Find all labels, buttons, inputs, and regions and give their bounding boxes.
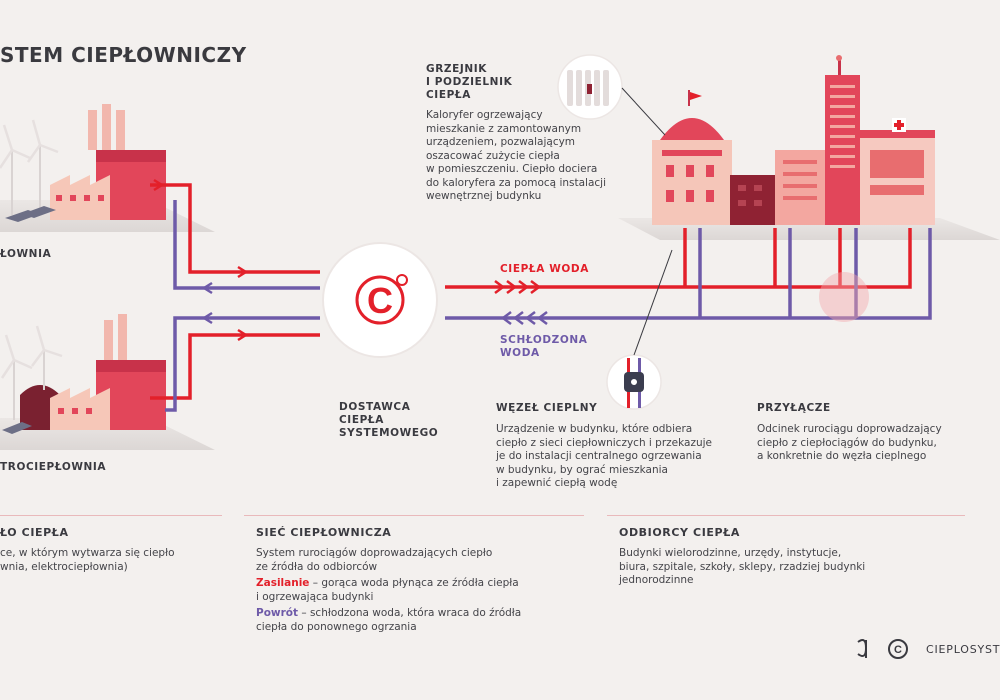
city-buildings-illustration xyxy=(652,55,935,225)
heating-network-title: SIEĆ CIEPŁOWNICZA xyxy=(256,526,392,539)
heat-consumers-title: ODBIORCY CIEPŁA xyxy=(619,526,740,539)
hot-flow-chevrons xyxy=(494,280,542,294)
divider-consumers xyxy=(607,515,965,516)
heating-network-text: System rurociągów doprowadzających ciepł… xyxy=(256,547,493,573)
heat-consumers-text: Budynki wielorodzinne, urzędy, instytucj… xyxy=(619,547,866,586)
footer-logo-icon xyxy=(857,639,908,659)
connection-highlight xyxy=(819,272,869,322)
connection-label: PRZYŁĄCZE xyxy=(757,402,831,414)
footer-brand: CIEPLOSYSTE xyxy=(926,643,1000,656)
substation-description: Urządzenie w budynku, które odbiera ciep… xyxy=(496,423,713,489)
divider-network xyxy=(244,515,584,516)
heat-source-text: ce, w którym wytwarza się ciepło wnia, e… xyxy=(0,547,175,573)
radiator-description: Kaloryfer ogrzewający mieszkanie z zamon… xyxy=(426,109,606,202)
heating-plant-label: ŁOWNIA xyxy=(0,248,52,260)
chp-plant-label: TROCIEPŁOWNIA xyxy=(0,461,107,473)
supplier-logo-letter: C xyxy=(367,280,393,321)
radiator-illustration xyxy=(557,54,666,136)
supply-text: – gorąca woda płynąca ze źródła ciepła i… xyxy=(256,577,519,603)
top-source-pipes xyxy=(150,178,320,295)
supply-term: Zasilanie xyxy=(256,577,310,589)
supplier-label: DOSTAWCA CIEPŁA SYSTEMOWEGO xyxy=(339,401,439,439)
connection-description: Odcinek rurociągu doprowadzający ciepło … xyxy=(757,423,942,462)
bottom-source-pipes xyxy=(150,311,320,412)
return-text: – schłodzona woda, która wraca do źródła… xyxy=(256,607,522,633)
supplier-node xyxy=(322,242,438,358)
return-term: Powrót xyxy=(256,607,299,619)
page-title: STEM CIEPŁOWNICZY xyxy=(0,43,247,67)
substation-label: WĘZEŁ CIEPLNY xyxy=(496,402,598,414)
cold-water-label: SCHŁODZONA WODA xyxy=(500,334,588,359)
substation-illustration xyxy=(606,249,673,410)
radiator-label: GRZEJNIK I PODZIELNIK CIEPŁA xyxy=(426,63,513,101)
supply-definition: Zasilanie – gorąca woda płynąca ze źródł… xyxy=(256,577,576,604)
chp-plant-illustration xyxy=(0,314,166,434)
main-network-pipes xyxy=(445,228,932,325)
footer-logo-letter: C xyxy=(894,644,902,656)
hot-water-label: CIEPŁA WODA xyxy=(500,263,589,275)
return-definition: Powrót – schłodzona woda, która wraca do… xyxy=(256,607,576,634)
divider-source xyxy=(0,515,222,516)
cold-flow-chevrons xyxy=(500,311,548,325)
heat-source-title: ŁO CIEPŁA xyxy=(0,526,69,539)
